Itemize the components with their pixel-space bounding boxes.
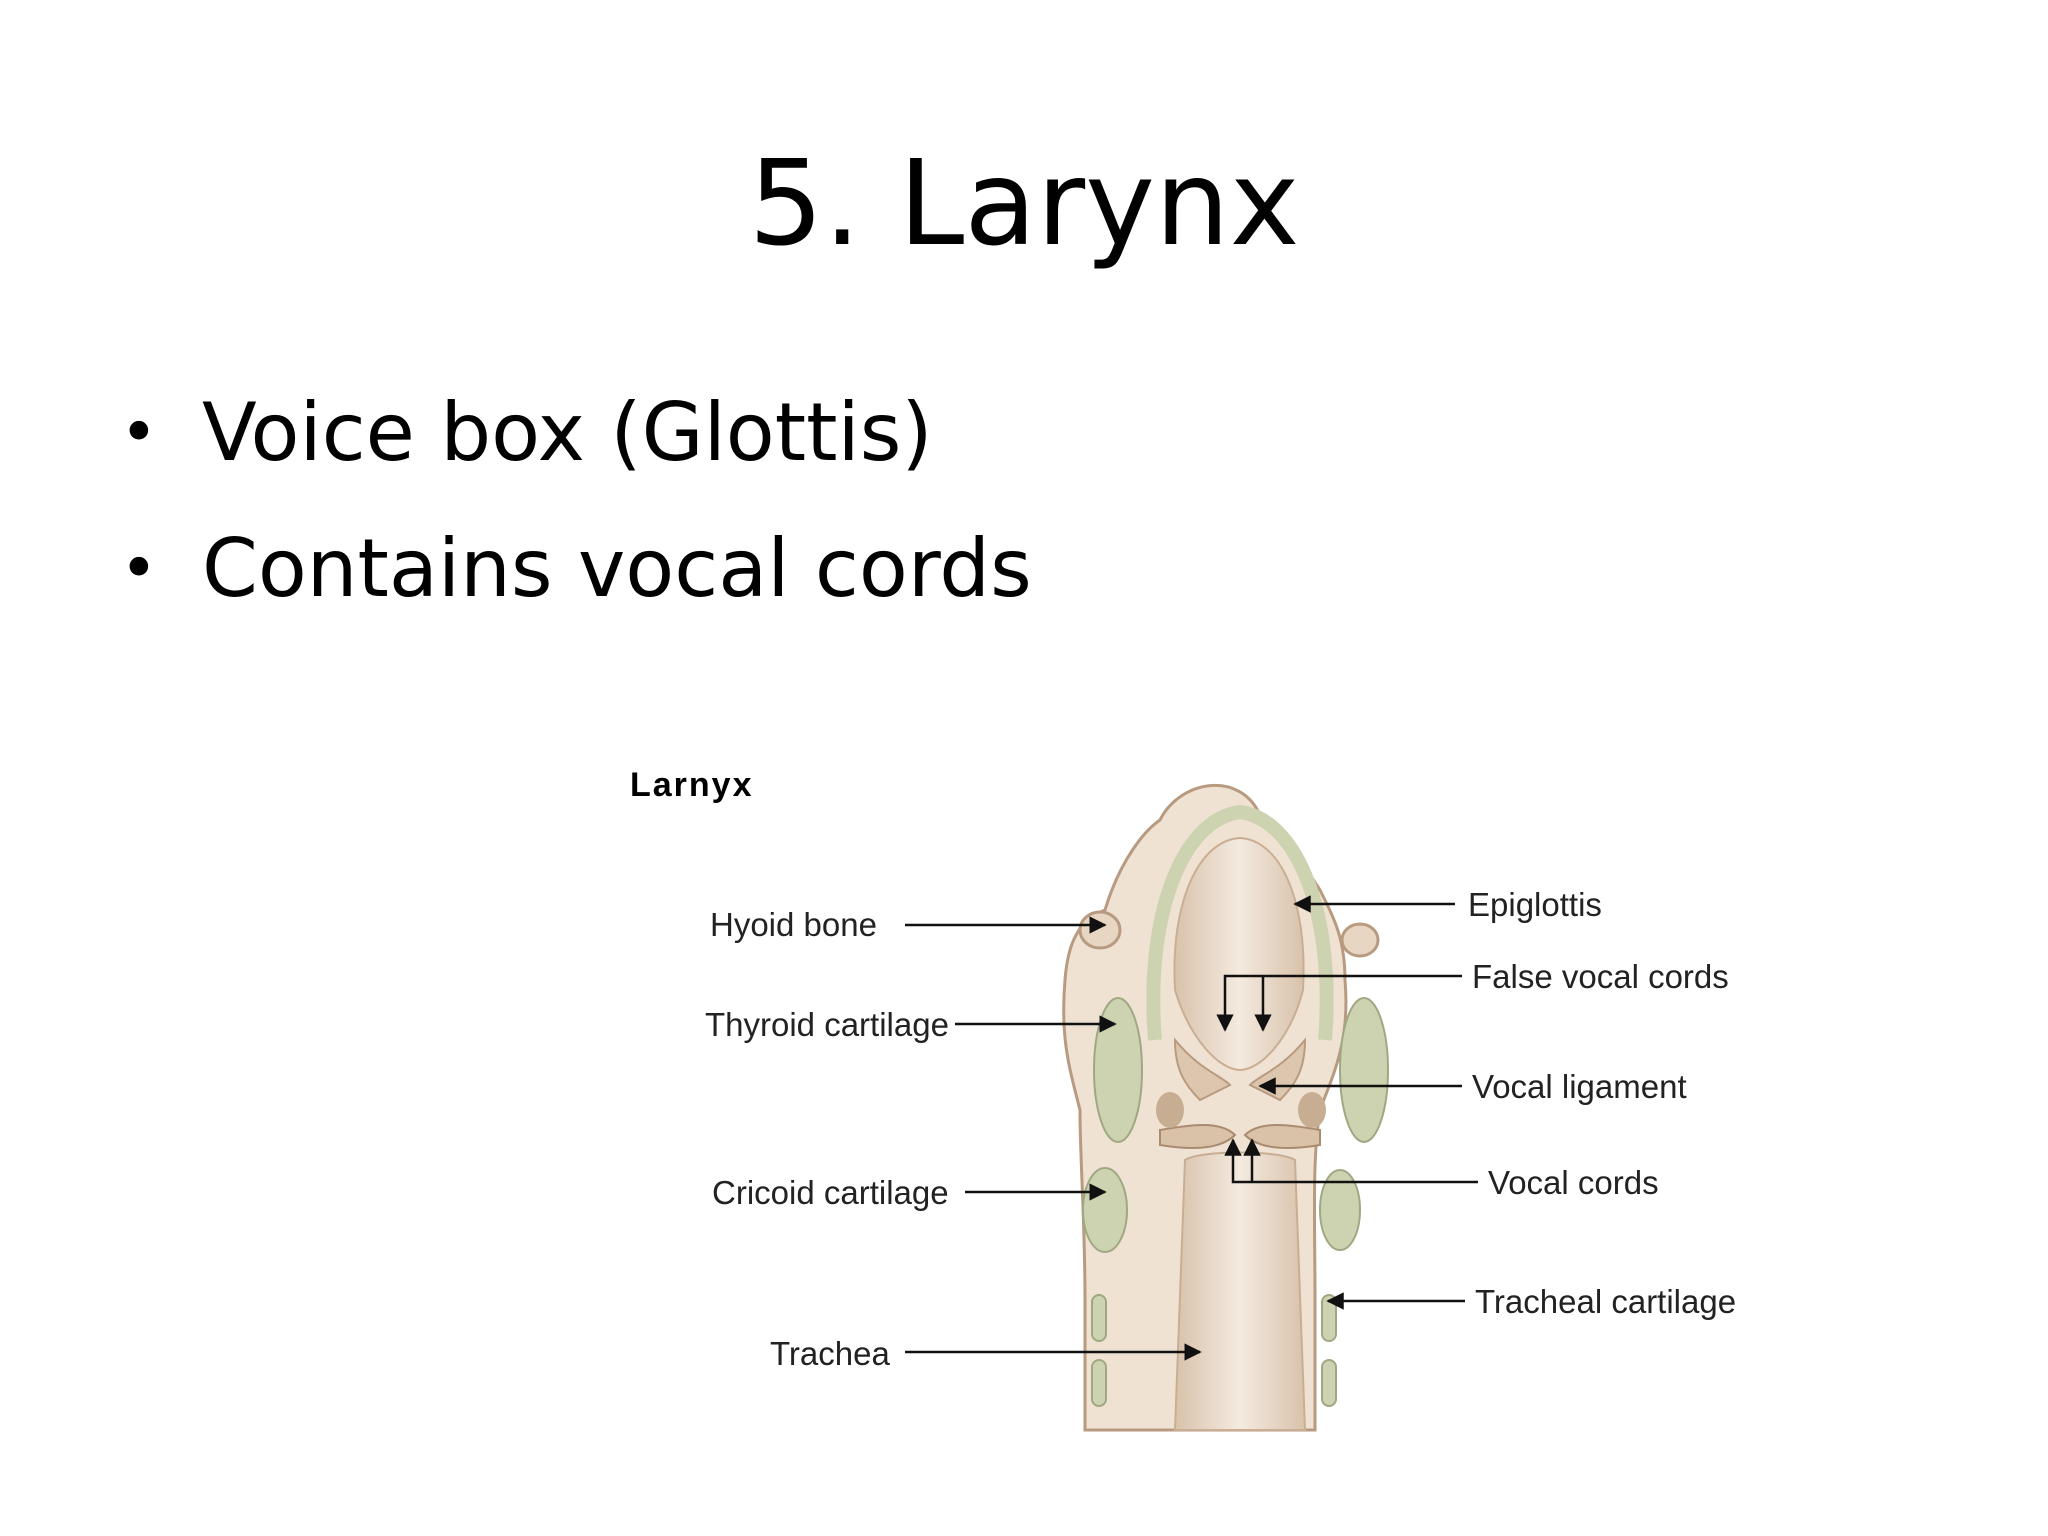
label-epiglottis: Epiglottis (1468, 886, 1602, 923)
slide-title: 5. Larynx (748, 134, 1300, 272)
larynx-diagram: Larnyx (630, 766, 1736, 1432)
larynx-illustration (1062, 783, 1389, 1432)
label-vocal-ligament: Vocal ligament (1472, 1068, 1687, 1105)
label-cricoid-cartilage: Cricoid cartilage (712, 1174, 949, 1211)
bullet-item: • Voice box (Glottis) (120, 378, 1032, 514)
thyroid-cartilage-right-shape (1339, 997, 1389, 1143)
cricoid-cartilage-left-shape (1082, 1167, 1128, 1253)
tracheal-ring-right-2 (1321, 1359, 1337, 1407)
bullet-text: Contains vocal cords (202, 522, 1032, 615)
arrow-false-vocal-cords-left (1216, 974, 1462, 1032)
ventricle-right (1298, 1092, 1326, 1128)
bullet-dot-icon: • (120, 532, 158, 606)
label-false-vocal-cords: False vocal cords (1472, 958, 1729, 995)
false-fold-left (1173, 1037, 1232, 1102)
epiglottis-shape (1146, 804, 1334, 1041)
tracheal-ring-left-2 (1091, 1359, 1107, 1407)
cricoid-cartilage-right-shape (1319, 1169, 1361, 1251)
hyoid-left-shape (1078, 910, 1122, 950)
bullet-list: • Voice box (Glottis) • Contains vocal c… (120, 378, 1032, 650)
larynx-figure: Larnyx (600, 740, 1860, 1440)
vocal-fold-left (1159, 1124, 1237, 1149)
ventricle-left (1156, 1092, 1184, 1128)
bullet-dot-icon: • (120, 396, 158, 470)
bullet-text: Voice box (Glottis) (202, 386, 933, 479)
bullet-item: • Contains vocal cords (120, 514, 1032, 650)
hyoid-right-shape (1340, 922, 1380, 958)
label-hyoid-bone: Hyoid bone (710, 906, 877, 943)
figure-title: Larnyx (630, 766, 754, 804)
vestibule-lumen (1173, 836, 1305, 1072)
trachea-lumen (1173, 1151, 1307, 1431)
label-thyroid-cartilage: Thyroid cartilage (705, 1006, 949, 1043)
label-trachea: Trachea (770, 1335, 890, 1372)
arrow-vocal-cords-left (1224, 1138, 1478, 1184)
tracheal-ring-left-1 (1091, 1294, 1107, 1342)
thyroid-cartilage-left-shape (1093, 997, 1143, 1143)
vocal-fold-right (1243, 1124, 1321, 1149)
label-tracheal-cartilage: Tracheal cartilage (1475, 1283, 1736, 1320)
label-vocal-cords: Vocal cords (1488, 1164, 1659, 1201)
